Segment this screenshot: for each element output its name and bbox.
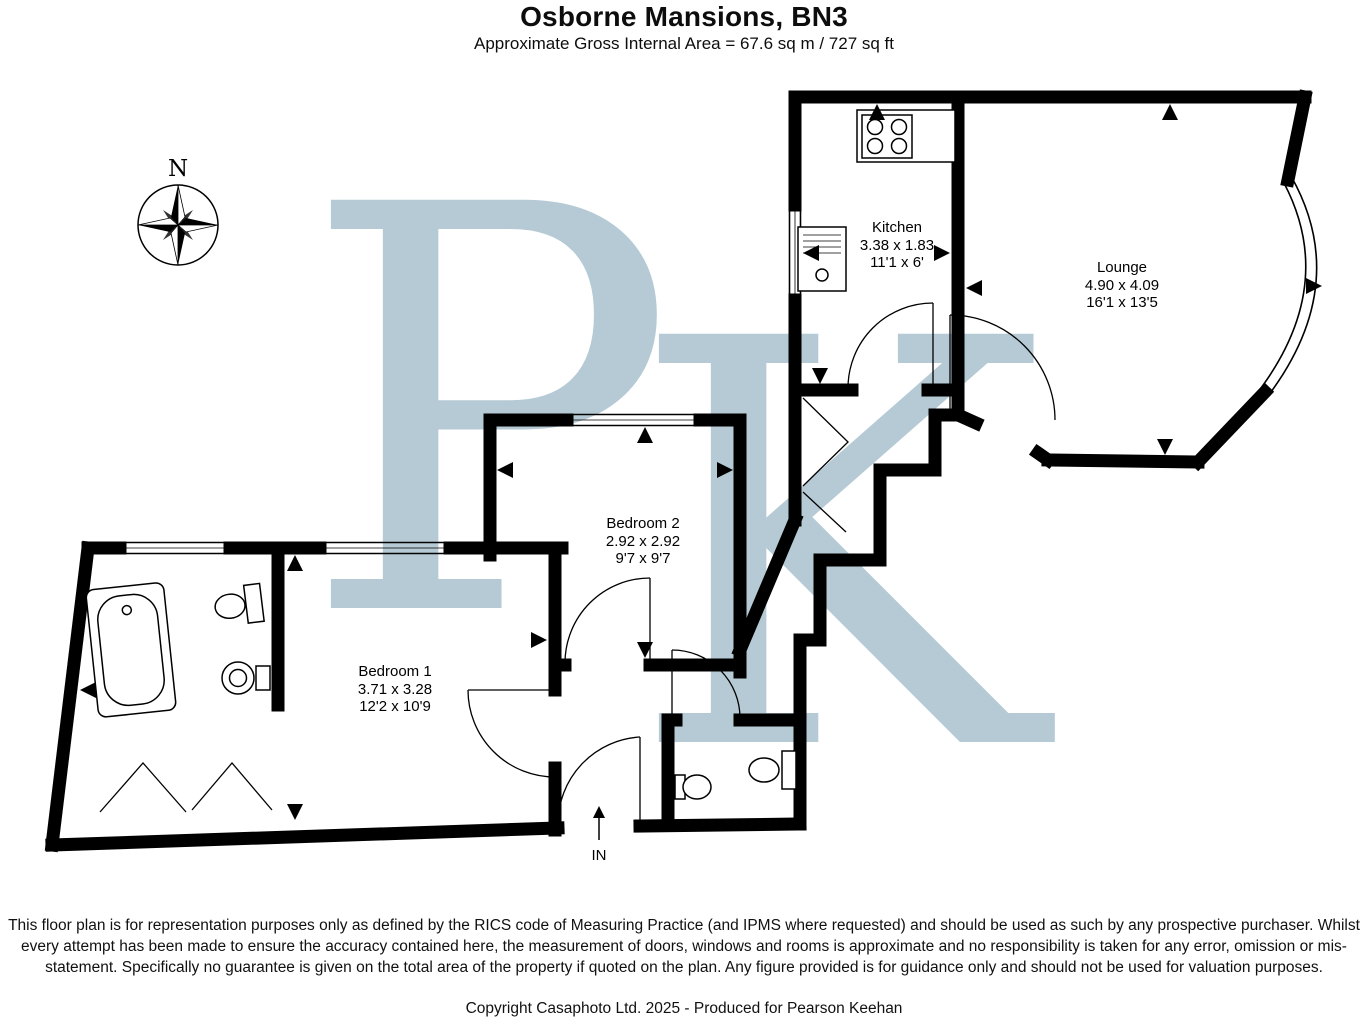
cupboard-door-leaves bbox=[802, 397, 849, 487]
bedroom2-name: Bedroom 2 bbox=[606, 515, 679, 532]
watermark-logo: P K bbox=[300, 89, 1057, 875]
kitchen-fixtures bbox=[797, 109, 956, 292]
lounge-name: Lounge bbox=[1097, 259, 1147, 276]
walls bbox=[44, 89, 1313, 853]
kitchen-metric: 3.38 x 1.83 bbox=[860, 237, 934, 254]
doors bbox=[99, 302, 1056, 825]
watermark-letter-k: K bbox=[628, 223, 1057, 875]
basin bbox=[221, 661, 271, 695]
disclaimer-text: This floor plan is for representation pu… bbox=[8, 917, 1360, 976]
room-label-bedroom1: Bedroom 1 3.71 x 3.28 12'2 x 10'9 bbox=[358, 663, 432, 715]
entrance-label: IN bbox=[592, 847, 607, 864]
lounge-imperial: 16'1 x 13'5 bbox=[1086, 294, 1158, 311]
bedroom1-imperial: 12'2 x 10'9 bbox=[359, 698, 431, 715]
kitchen-name: Kitchen bbox=[872, 219, 922, 236]
room-label-lounge: Lounge 4.90 x 4.09 16'1 x 13'5 bbox=[1085, 259, 1159, 311]
page-title: Osborne Mansions, BN3 bbox=[520, 1, 848, 32]
page-subtitle: Approximate Gross Internal Area = 67.6 s… bbox=[473, 34, 895, 53]
hob bbox=[856, 109, 956, 163]
kitchen-imperial: 11'1 x 6' bbox=[870, 254, 924, 271]
lounge-metric: 4.90 x 4.09 bbox=[1085, 277, 1159, 294]
wc-fixtures bbox=[674, 750, 797, 800]
entrance-marker: IN bbox=[592, 806, 607, 864]
oven-appliance bbox=[797, 226, 847, 292]
compass-north-label: N bbox=[168, 156, 188, 182]
bathtub bbox=[85, 582, 177, 718]
bathroom-fixtures bbox=[85, 582, 271, 718]
toilet bbox=[214, 582, 265, 624]
bedroom1-metric: 3.71 x 3.28 bbox=[358, 681, 432, 698]
wc-toilet bbox=[748, 750, 797, 790]
bedroom1-name: Bedroom 1 bbox=[358, 663, 431, 680]
room-label-kitchen: Kitchen 3.38 x 1.83 11'1 x 6' bbox=[860, 219, 934, 271]
compass-rose: N bbox=[137, 156, 219, 266]
copyright-text: Copyright Casaphoto Ltd. 2025 - Produced… bbox=[465, 1000, 903, 1017]
bay-window-inner bbox=[1260, 182, 1307, 389]
wc-basin bbox=[674, 774, 712, 800]
bedroom2-imperial: 9'7 x 9'7 bbox=[616, 550, 671, 567]
bedroom2-metric: 2.92 x 2.92 bbox=[606, 533, 680, 550]
bathroom-door-leaves bbox=[99, 762, 187, 813]
room-label-bedroom2: Bedroom 2 2.92 x 2.92 9'7 x 9'7 bbox=[606, 515, 680, 567]
windows bbox=[120, 175, 1318, 555]
dimension-arrows bbox=[80, 104, 1322, 820]
